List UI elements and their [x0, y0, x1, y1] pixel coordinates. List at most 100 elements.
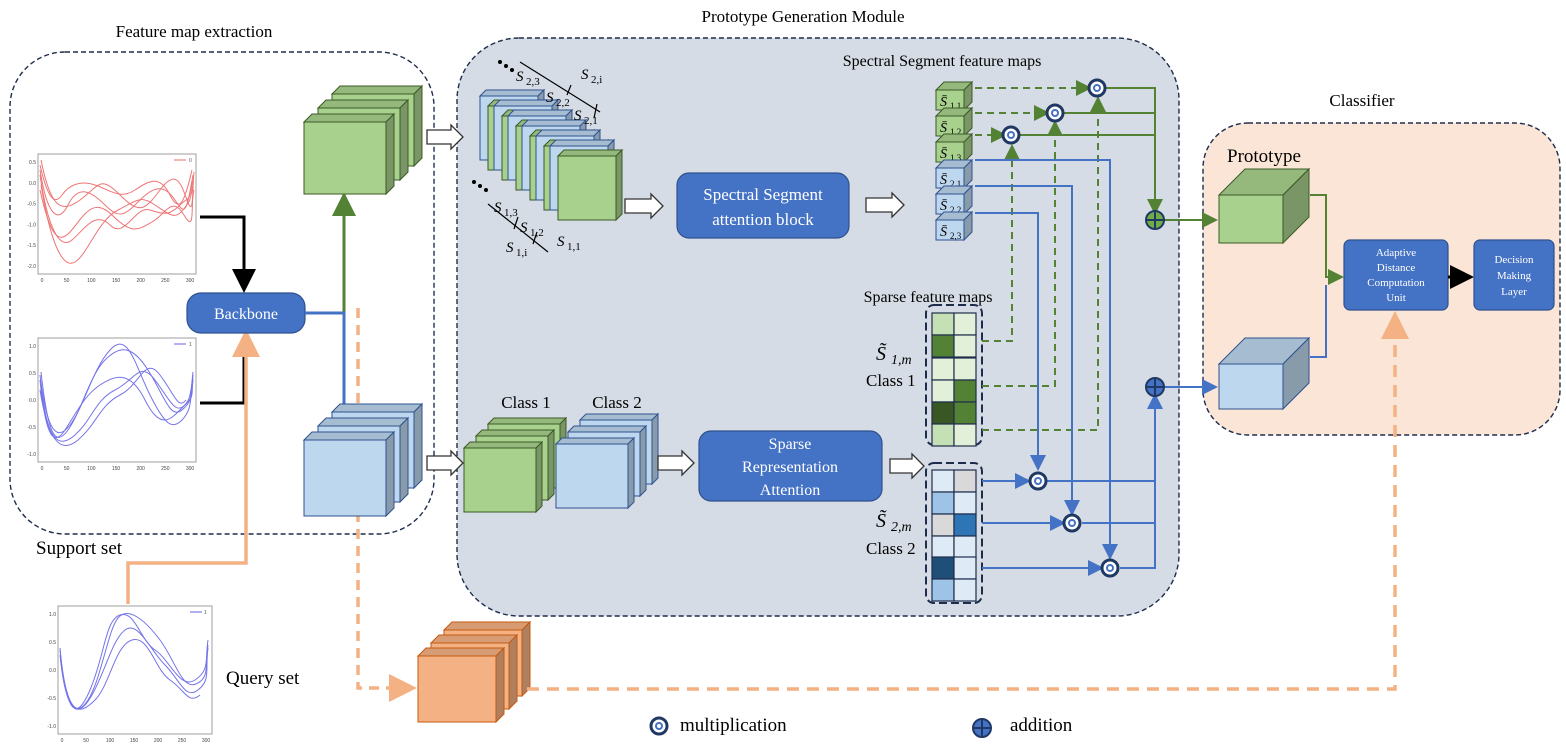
sbar-cube-sb13: S̄1,3	[934, 132, 974, 164]
blue-plot-xtick: 200	[136, 466, 145, 472]
sparse-attn-line1: Sparse	[769, 436, 812, 453]
sbar-sub: 2,3	[950, 231, 962, 241]
multiplication-op	[1062, 513, 1082, 533]
sbar-sub: 2,1	[950, 179, 961, 189]
blue-plot-xtick: 50	[64, 466, 70, 472]
sparse-grid-2-3	[931, 556, 977, 602]
class2-feature-stack	[554, 412, 660, 510]
s2i-sub: 2,i	[591, 74, 602, 86]
s23-sub: 2,3	[526, 76, 540, 88]
s1i-sub: 1,i	[516, 247, 527, 259]
s22-sub: 2,2	[556, 97, 570, 109]
svg-text:S: S	[574, 108, 582, 124]
class2-grid-group	[925, 462, 983, 604]
red-plot-xtick: 100	[87, 278, 96, 284]
s12-sub: 1,2	[530, 227, 544, 239]
adu-line1: Adaptive	[1376, 247, 1416, 259]
addition-op	[1145, 377, 1165, 397]
proto-green-to-adu	[1310, 194, 1344, 285]
feature-stacks	[302, 84, 660, 724]
red-plot-ytick: 0.0	[29, 181, 36, 187]
red-plot-xtick: 200	[136, 278, 145, 284]
query-plot-ytick: 1.0	[49, 612, 56, 618]
feature-extraction-title: Feature map extraction	[116, 22, 273, 41]
blue-signal-plot: 1	[37, 337, 197, 463]
blue-feature-stack-layer	[302, 430, 396, 518]
dml-line3: Layer	[1501, 286, 1527, 298]
blue-plot-xtick: 0	[41, 466, 44, 472]
query-plot-xtick: 250	[178, 738, 187, 744]
addition-op	[1145, 210, 1165, 230]
blue-connections	[975, 159, 1218, 576]
query-feature-stack-layer	[416, 646, 506, 724]
sparse-maps-title: Sparse feature maps	[864, 289, 993, 306]
spectral-segment-stack	[478, 88, 624, 222]
backbone-label: Backbone	[214, 306, 278, 323]
decision-making-layer[interactable]	[1473, 239, 1555, 311]
red-plot-ytick: 0.5	[29, 160, 36, 166]
adu-line4: Unit	[1386, 292, 1406, 304]
query-plot-xtick: 0	[61, 738, 64, 744]
sbar-cube-sb12: S̄1,2	[934, 106, 974, 138]
blue-plot-ytick: 0.0	[29, 398, 36, 404]
svg-text:S: S	[520, 220, 528, 236]
sbar-symbol: S̄	[940, 199, 947, 214]
s2m-sub: 2,m	[891, 520, 912, 535]
query-plot-xtick: 200	[154, 738, 163, 744]
class2-grid-label: Class 2	[866, 539, 916, 558]
dml-line2: Making	[1497, 270, 1532, 282]
hollow-arrow-4	[865, 191, 905, 219]
query-set-label: Query set	[226, 668, 300, 689]
blue-to-backbone-arrow	[200, 336, 246, 405]
prototype-generation-title: Prototype Generation Module	[701, 7, 904, 26]
multiplication-op	[1087, 78, 1107, 98]
legend-addition: addition	[1010, 715, 1073, 736]
blue-plot-ytick: 0.5	[29, 371, 36, 377]
red-plot-ytick: -1.0	[27, 222, 36, 228]
sparse-attention-block[interactable]	[698, 430, 883, 502]
adaptive-distance-unit[interactable]	[1343, 239, 1449, 311]
query-plot-ytick: -0.5	[47, 696, 56, 702]
prototype-cube-blue	[1217, 336, 1311, 411]
query-plot-xtick: 150	[130, 738, 139, 744]
multiplication-op	[1028, 471, 1048, 491]
multiplication-op	[1045, 103, 1065, 123]
blue-plot-ytick: 1.0	[29, 344, 36, 350]
blue-feature-stack	[302, 402, 424, 518]
classifier-title: Classifier	[1329, 91, 1394, 110]
segment-slice-1	[556, 148, 624, 222]
query-to-classifier-arrow	[527, 311, 1409, 691]
red-plot-xtick: 50	[64, 278, 70, 284]
svg-text:S: S	[494, 200, 502, 216]
blue-plot-xtick: 300	[186, 466, 195, 472]
query-plot-xtick: 300	[202, 738, 211, 744]
sbar-symbol: S̄	[940, 95, 947, 110]
query-plot-xtick: 50	[83, 738, 89, 744]
sparse-grid-1-2	[931, 357, 977, 403]
sparse-grid-1-3	[931, 401, 977, 447]
red-signal-plot: 0	[37, 153, 197, 275]
multiplication-op	[1001, 125, 1021, 145]
class2-top-label: Class 2	[592, 393, 642, 412]
class1-feature-stack-layer	[462, 440, 544, 514]
sbar-symbol: S̄	[940, 173, 947, 188]
svg-text:S: S	[516, 69, 524, 85]
sparse-attn-line2: Representation	[742, 459, 838, 476]
sbar-cube-sb11: S̄1,1	[934, 80, 974, 112]
class1-top-label: Class 1	[501, 393, 551, 412]
spectral-attention-block[interactable]	[676, 172, 850, 239]
hollow-arrow-5	[657, 449, 695, 477]
query-plot-xtick: 100	[106, 738, 115, 744]
adu-line2: Distance	[1377, 262, 1416, 274]
class2-feature-stack-layer	[554, 436, 636, 510]
query-plot-ytick: 0.0	[49, 668, 56, 674]
red-legend: 0	[189, 158, 192, 164]
sbar-symbol: S̄	[940, 121, 947, 136]
sparse-grid-2-2	[931, 513, 977, 559]
query-to-backbone-line	[126, 329, 260, 604]
sbar-sub: 1,2	[950, 127, 961, 137]
sbar-sub: 1,3	[950, 153, 962, 163]
s13-sub: 1,3	[504, 207, 518, 219]
